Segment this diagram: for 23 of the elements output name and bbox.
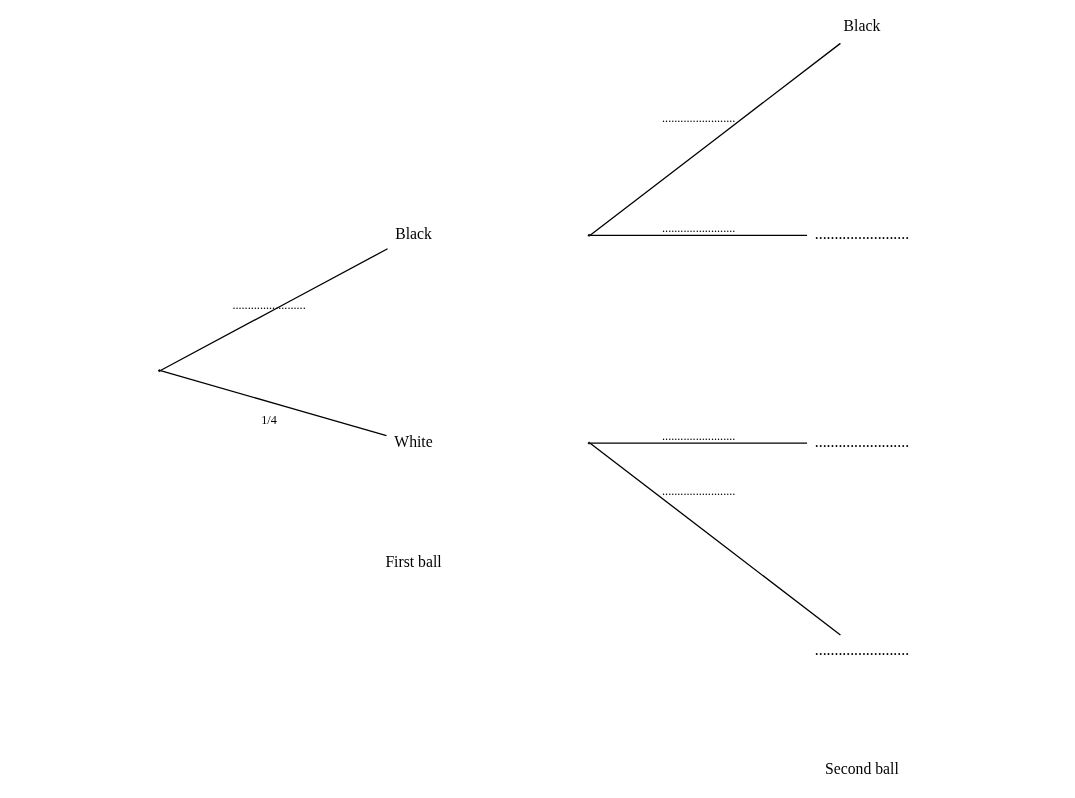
edge-label: 1/4 (261, 413, 277, 428)
label: Second ball (825, 760, 899, 778)
connector (589, 442, 842, 636)
node-text: ........................ (814, 432, 910, 450)
connector (159, 370, 388, 437)
node-text: White (394, 432, 433, 450)
edge-label: ........................ (662, 483, 736, 498)
node-point (587, 441, 591, 445)
node-text: ........................ (814, 640, 910, 658)
edge-label: ........................ (662, 428, 736, 443)
connector (159, 248, 389, 372)
node-text: ........................ (814, 225, 910, 243)
node-point (587, 233, 591, 237)
edge-label: ........................ (232, 297, 306, 312)
edge-label: ........................ (662, 111, 736, 126)
node-text: Black (843, 17, 881, 35)
node-point (158, 369, 161, 372)
connector (589, 234, 808, 236)
connector (589, 442, 808, 444)
connector (589, 42, 842, 236)
label: First ball (385, 552, 442, 570)
edge-label: ........................ (662, 221, 736, 235)
node-text: Black (395, 225, 432, 243)
